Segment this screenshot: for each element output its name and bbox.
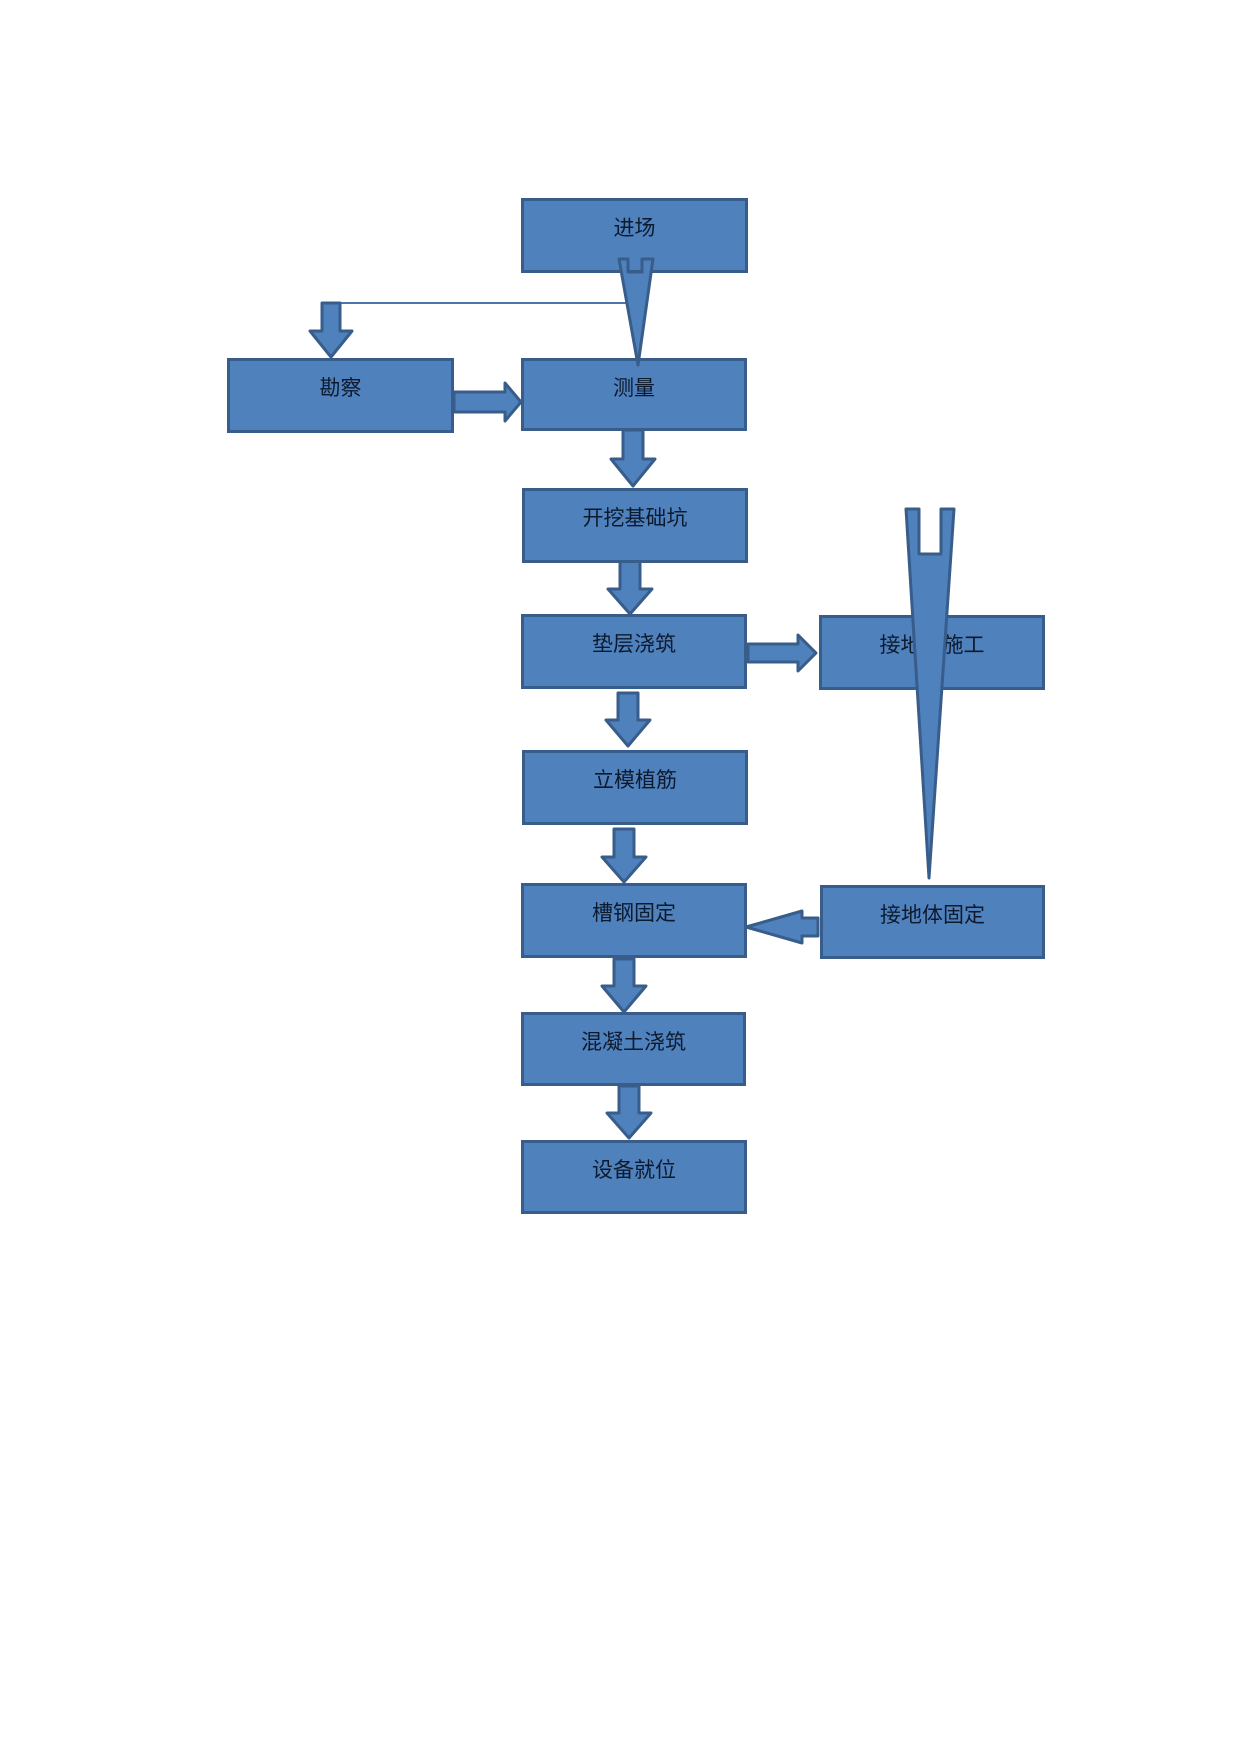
node-jiedi-guding: 接地体固定 xyxy=(820,885,1045,959)
arrow-jiedi-guding-to-caogang xyxy=(744,909,820,945)
node-dianceng: 垫层浇筑 xyxy=(521,614,747,689)
arrow-down-to-kancha xyxy=(308,301,354,359)
node-kaiwa: 开挖基础坑 xyxy=(522,488,748,563)
arrow-dianceng-to-jiedi-shigong xyxy=(746,633,818,673)
node-shebei: 设备就位 xyxy=(521,1140,747,1214)
node-shebei-label: 设备就位 xyxy=(592,1158,676,1182)
node-hunningtu: 混凝土浇筑 xyxy=(521,1012,746,1086)
node-kaiwa-label: 开挖基础坑 xyxy=(582,506,688,530)
node-limo-label: 立模植筋 xyxy=(593,768,677,792)
node-dianceng-label: 垫层浇筑 xyxy=(592,632,676,656)
node-kancha-label: 勘察 xyxy=(319,376,362,400)
node-kancha: 勘察 xyxy=(227,358,454,433)
node-caogang: 槽钢固定 xyxy=(521,883,747,958)
node-celiang-label: 测量 xyxy=(613,376,655,400)
node-celiang: 测量 xyxy=(521,358,747,431)
arrow-jinchang-to-celiang xyxy=(617,257,655,367)
arrow-caogang-to-hunningtu xyxy=(600,957,648,1014)
node-jiedi-guding-label: 接地体固定 xyxy=(880,903,985,927)
node-jinchang-label: 进场 xyxy=(613,216,656,240)
arrow-dianceng-to-limo xyxy=(604,691,652,748)
arrow-jiedi-shigong-to-jiedi-guding xyxy=(904,507,956,880)
arrow-limo-to-caogang xyxy=(600,827,648,884)
arrow-hunningtu-to-shebei xyxy=(605,1084,653,1140)
node-hunningtu-label: 混凝土浇筑 xyxy=(581,1030,686,1054)
arrow-celiang-to-kaiwa xyxy=(609,428,657,488)
node-caogang-label: 槽钢固定 xyxy=(592,901,676,925)
arrow-kancha-to-celiang xyxy=(452,381,523,423)
arrow-kaiwa-to-dianceng xyxy=(606,559,654,616)
node-limo: 立模植筋 xyxy=(522,750,748,825)
